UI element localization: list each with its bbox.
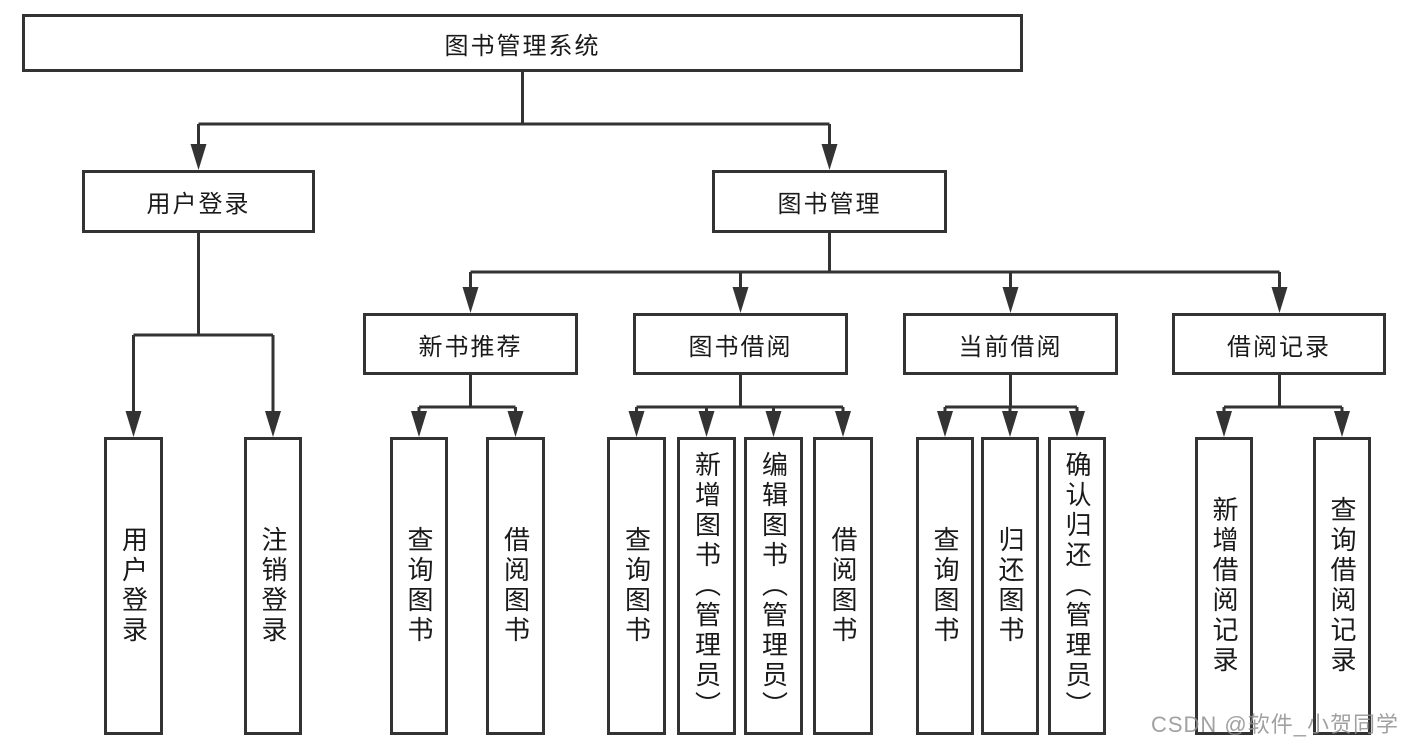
node-root-label: 图书管理系统 [444,32,601,60]
leaf-query-book-under-borrowing: 查询图书 [607,437,666,735]
leaf-borrow-book-b-label: 借阅图书 [828,526,858,646]
node-borrowing-records: 借阅记录 [1172,313,1386,375]
leaf-edit-book-admin: 编辑图书（管理员） [744,437,803,735]
arrowheads [125,144,1350,437]
leaf-logout: 注销登录 [244,437,302,735]
leaf-logout-label: 注销登录 [258,526,288,646]
csdn-watermark: CSDN @软件_小贺同学 [1150,712,1399,737]
node-current-borrowing-label: 当前借阅 [958,333,1063,361]
leaf-borrow-book-under-recommend: 借阅图书 [486,437,545,735]
leaf-confirm-return-admin: 确认归还（管理员） [1048,437,1106,735]
node-user-login-label: 用户登录 [146,191,251,218]
leaf-query-book-under-current: 查询图书 [916,437,974,735]
leaf-query-book-b-label: 查询图书 [621,526,652,646]
leaf-confirm-return-admin-label: 确认归还（管理员） [1062,451,1092,721]
node-book-borrowing: 图书借阅 [633,313,848,375]
node-book-borrowing-label: 图书借阅 [688,333,793,361]
node-new-book-recommend: 新书推荐 [363,313,578,375]
node-user-login: 用户登录 [82,170,315,233]
node-root: 图书管理系统 [22,14,1023,72]
node-book-management: 图书管理 [712,170,947,233]
leaf-add-borrow-record-label: 新增借阅记录 [1209,496,1239,676]
leaf-query-book-under-recommend: 查询图书 [390,437,448,735]
leaf-query-book-a-label: 查询图书 [404,526,434,646]
node-book-management-label: 图书管理 [777,191,882,218]
leaf-borrow-book-a-label: 借阅图书 [500,526,531,646]
node-borrowing-records-label: 借阅记录 [1227,333,1331,361]
leaf-return-book: 归还图书 [981,437,1039,735]
leaf-user-login-label: 用户登录 [118,526,149,646]
leaf-query-borrow-record: 查询借阅记录 [1313,437,1371,735]
leaf-add-book-admin-label: 新增图书（管理员） [691,451,722,721]
node-current-borrowing: 当前借阅 [903,313,1118,375]
node-new-book-recommend-label: 新书推荐 [418,333,523,361]
leaf-return-book-label: 归还图书 [995,526,1025,646]
leaf-query-book-c-label: 查询图书 [930,526,960,646]
leaf-query-borrow-record-label: 查询借阅记录 [1327,496,1357,676]
leaf-add-book-admin: 新增图书（管理员） [677,437,736,735]
leaf-edit-book-admin-label: 编辑图书（管理员） [758,451,789,721]
leaf-add-borrow-record: 新增借阅记录 [1195,437,1253,735]
leaf-borrow-book-under-borrowing: 借阅图书 [813,437,873,735]
leaf-user-login: 用户登录 [104,437,163,735]
